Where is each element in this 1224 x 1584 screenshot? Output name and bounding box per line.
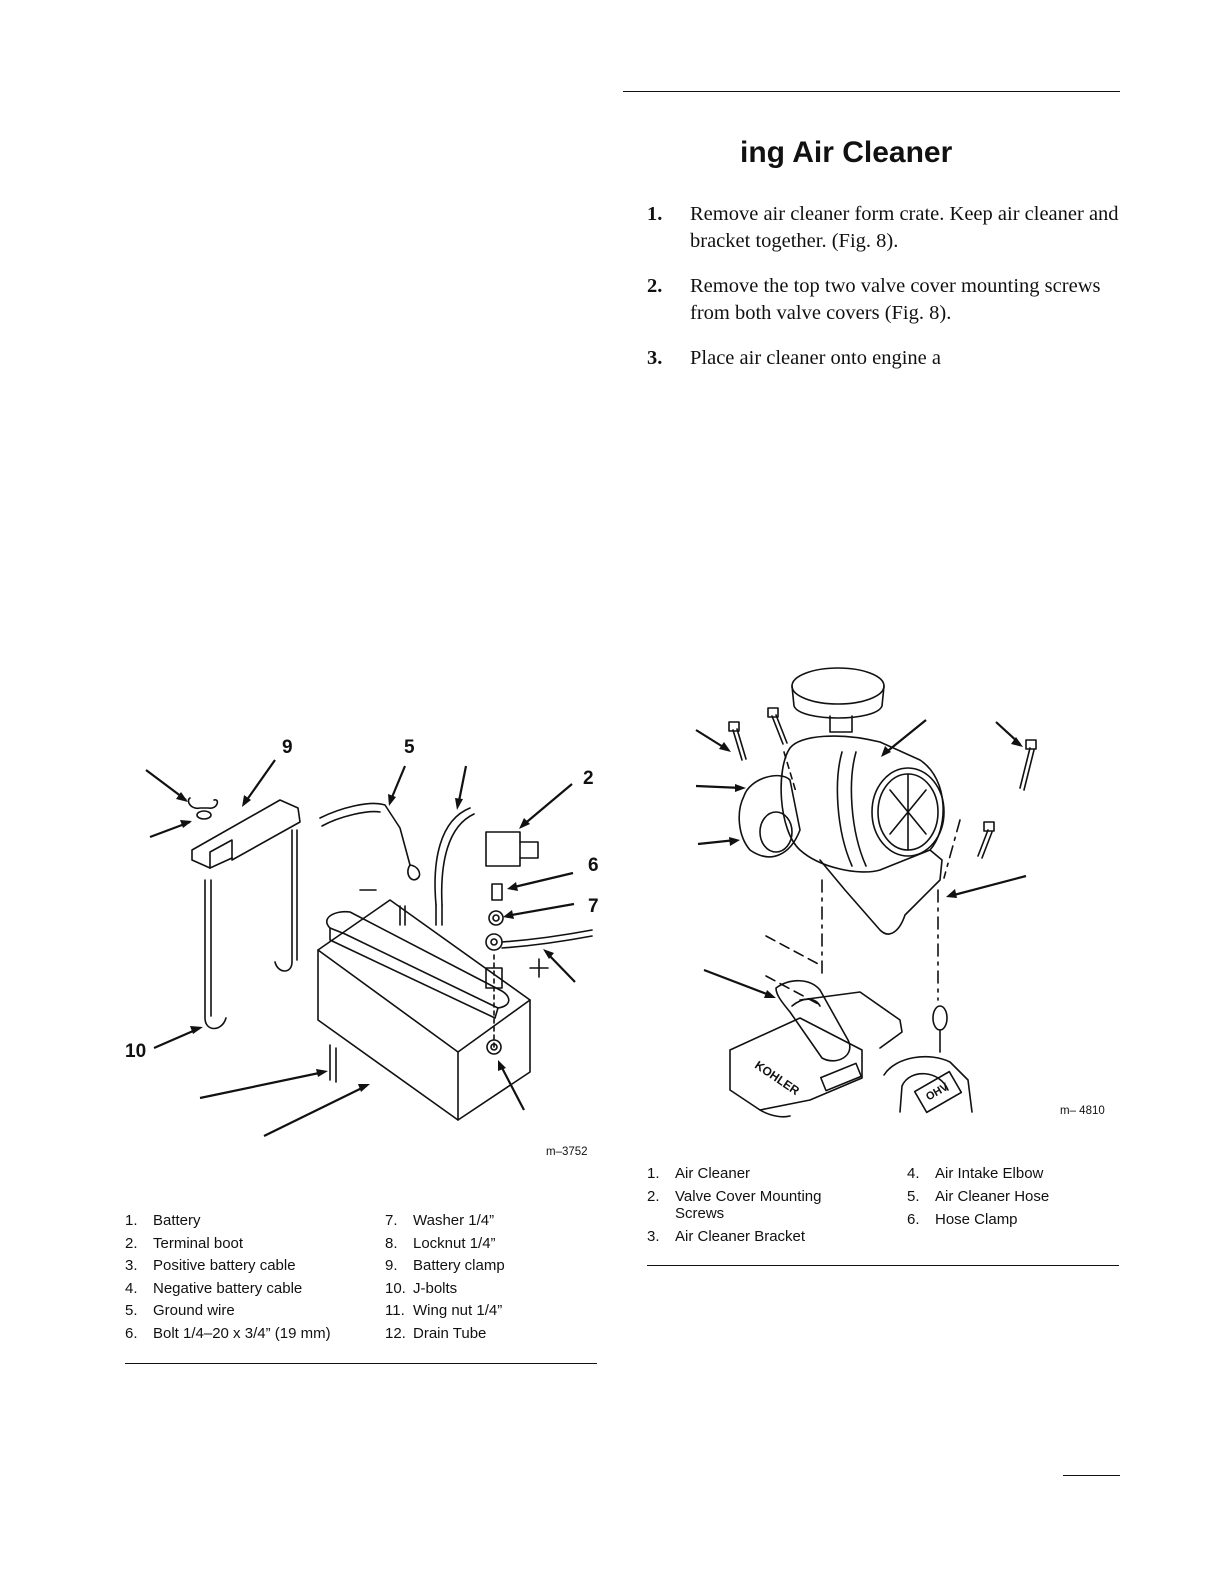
callout-7: 7	[588, 896, 599, 917]
step-number: 2.	[647, 275, 663, 297]
step-number: 1.	[647, 203, 663, 225]
aircleaner-figure-code: m– 4810	[1060, 1105, 1105, 1117]
callout-9: 9	[282, 737, 293, 758]
aircleaner-legend-rule	[647, 1265, 1119, 1266]
callout-5: 5	[404, 737, 415, 758]
step-text: Remove the top two valve cover mounting …	[690, 275, 1101, 324]
battery-legend-rule	[125, 1363, 597, 1364]
step-number: 3.	[647, 347, 663, 369]
callout-10: 10	[125, 1041, 147, 1062]
callout-6: 6	[588, 855, 599, 876]
top-rule	[623, 91, 1120, 92]
battery-legend: 1.Battery 2.Terminal boot 3.Positive bat…	[125, 1212, 505, 1342]
step-text: Remove air cleaner form crate. Keep air …	[690, 203, 1119, 252]
air-cleaner-diagram	[728, 667, 1037, 1118]
callout-2: 2	[583, 768, 594, 789]
battery-figure-code: m–3752	[546, 1146, 588, 1158]
page-footer-rule	[1063, 1475, 1120, 1476]
step-text: Place air cleaner onto engine a	[690, 347, 941, 369]
aircleaner-legend: 1. Air Cleaner 2. Valve Cover Mounting S…	[647, 1165, 1050, 1245]
section-heading: ing Air Cleaner	[740, 136, 953, 169]
